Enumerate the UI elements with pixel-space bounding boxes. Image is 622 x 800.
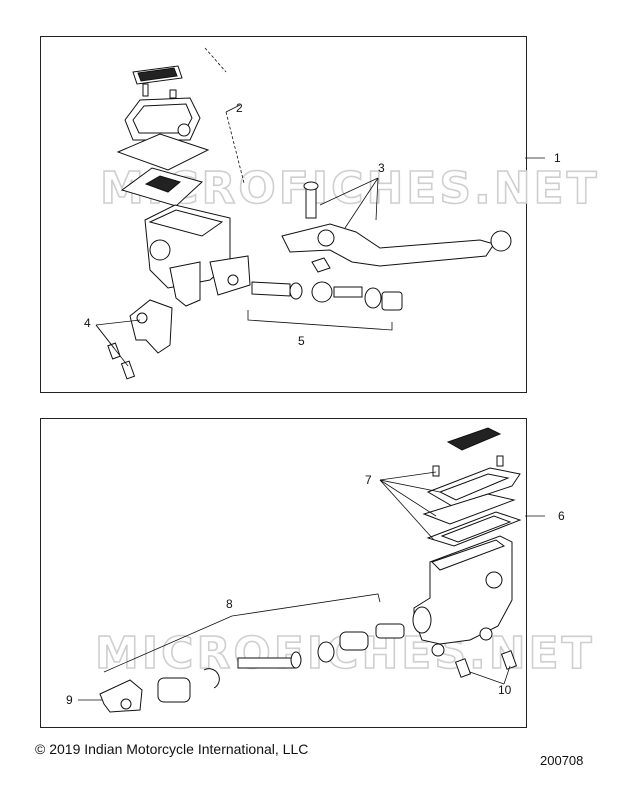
piston-kit-bottom [99, 623, 405, 713]
callout-5: 5 [298, 334, 305, 348]
top-diagram-panel [40, 36, 527, 393]
callout-7: 7 [365, 473, 372, 487]
cover-screw-small [142, 83, 177, 99]
reservoir-cover-bottom [426, 467, 521, 507]
reservoir-cover [124, 97, 201, 141]
callout-3: 3 [378, 161, 385, 175]
reservoir-plate [116, 133, 210, 171]
callout-6: 6 [558, 509, 565, 523]
reservoir-gasket-bottom [422, 493, 516, 525]
reservoir-cover-logo-bottom [446, 427, 502, 451]
callout-8: 8 [226, 597, 233, 611]
master-cylinder-body-bottom [412, 535, 513, 657]
leader-lines-bottom [78, 471, 545, 701]
lever-pivot-bolt [303, 181, 319, 219]
clamp-bolts [107, 342, 136, 380]
cover-screws-bottom [432, 455, 504, 477]
reservoir-diaphragm-bottom [426, 511, 522, 547]
master-cylinder-body-top [144, 204, 251, 307]
copyright-notice: © 2019 Indian Motorcycle International, … [35, 741, 309, 757]
leader-lines-top [95, 47, 545, 367]
piston-kit-top [251, 281, 403, 311]
brake-lever [281, 223, 512, 267]
callout-2: 2 [236, 101, 243, 115]
lever-nut [311, 257, 331, 273]
reservoir-diaphragm [120, 167, 203, 207]
drawing-number: 200708 [540, 753, 584, 768]
body-bolts-bottom [454, 650, 518, 678]
reservoir-cover-logo [132, 65, 183, 85]
callout-1: 1 [554, 151, 561, 165]
callout-4: 4 [84, 316, 91, 330]
callout-9: 9 [66, 693, 73, 707]
clamp-top [129, 299, 173, 354]
callout-10: 10 [498, 683, 512, 697]
